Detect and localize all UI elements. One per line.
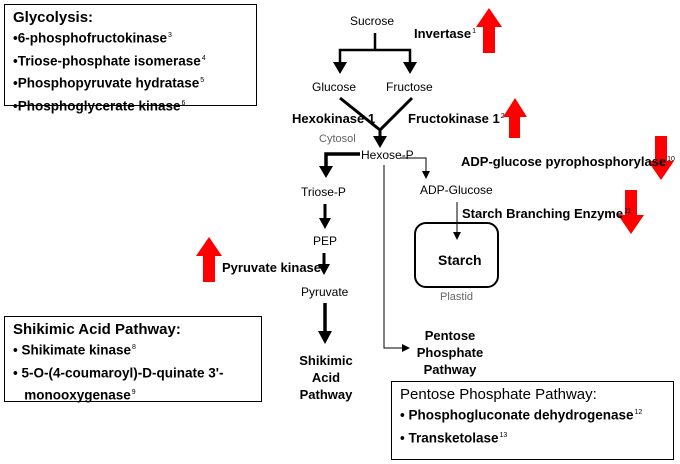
adp-glucose-pp-down-arrow	[648, 136, 674, 180]
glycolysis-item: •Phosphoglycerate kinase6	[13, 98, 186, 113]
glycolysis-item: •6-phosphofructokinase3	[13, 30, 172, 46]
pyruvate-kinase-label: Pyruvate kinase7	[222, 260, 326, 275]
adpglucose-to-starch-arrow	[453, 202, 461, 240]
adp-glucose-pyrophosphorylase-label: ADP-glucose pyrophosphorylase10	[461, 154, 675, 169]
hexose-to-triose-arrow	[319, 152, 360, 178]
adp-glucose-label: ADP-Glucose	[420, 183, 493, 197]
pyruvate-to-shikimic-arrow	[318, 303, 332, 344]
invertase-label: Invertase1	[414, 26, 476, 41]
hexokinase-label: Hexokinase 1	[292, 111, 376, 126]
pyruvate-label: Pyruvate	[301, 285, 349, 299]
pep-label: PEP	[313, 234, 338, 248]
hexose-p-label: Hexose-P	[361, 148, 414, 162]
fructose-label: Fructose	[386, 80, 433, 94]
shikimic-item: • 5-O-(4-coumaroyl)-D-quinate 3'-	[13, 365, 224, 380]
glycolysis-box: Glycolysis: •6-phosphofructokinase3 •Tri…	[4, 4, 257, 113]
pathway-line: Pathway	[299, 387, 353, 402]
glycolysis-title: Glycolysis:	[13, 9, 94, 26]
cytosol-label: Cytosol	[319, 133, 356, 145]
hexose-to-adpglucose-arrow	[400, 157, 430, 179]
fructokinase-up-arrow	[503, 98, 527, 138]
starch-branching-down-arrow	[618, 190, 644, 234]
pentose-item: • Transketolase13	[400, 430, 508, 445]
pentose-title: Pentose Phosphate Pathway:	[400, 386, 597, 403]
shikimic-acid-pathway-label: Shikimic Acid Pathway	[295, 352, 357, 403]
triose-p-label: Triose-P	[301, 185, 346, 199]
hexose-to-pentose-arrow	[383, 165, 410, 352]
pathway-line: Phosphate	[416, 345, 484, 360]
plastid-label: Plastid	[440, 291, 474, 303]
glucose-label: Glucose	[312, 80, 357, 94]
pathway-line: Pentose	[424, 328, 476, 343]
pentose-item: • Phosphogluconate dehydrogenase12	[400, 407, 643, 423]
sucrose-label: Sucrose	[350, 14, 395, 28]
pyruvate-kinase-up-arrow	[196, 237, 222, 282]
pathway-line: Shikimic	[299, 353, 353, 368]
invertase-up-arrow	[476, 8, 502, 53]
starch-label: Starch	[438, 252, 482, 268]
triose-to-pep-arrow	[319, 204, 331, 229]
pathway-line: Acid	[311, 370, 341, 385]
pentose-phosphate-pathway-label: Pentose Phosphate Pathway	[410, 327, 490, 378]
glycolysis-item: •Triose-phosphate isomerase4	[13, 53, 206, 68]
shikimic-item: monooxygenase9	[13, 387, 136, 403]
pentose-phosphate-box: Pentose Phosphate Pathway: • Phosphogluc…	[391, 381, 674, 460]
fructokinase-label: Fructokinase 12	[408, 111, 505, 126]
hexose-merge-arrow	[339, 96, 414, 148]
sucrose-split-arrow	[333, 33, 417, 74]
shikimic-acid-box: Shikimic Acid Pathway: • Shikimate kinas…	[4, 316, 262, 403]
starch-plastid-box	[414, 222, 499, 288]
glycolysis-item: •Phosphopyruvate hydratase5	[13, 75, 205, 91]
shikimic-title: Shikimic Acid Pathway:	[13, 321, 181, 338]
starch-branching-enzyme-label: Starch Branching Enzyme11	[462, 206, 632, 221]
pathway-line: Pathway	[423, 362, 477, 377]
pep-to-pyruvate-arrow	[318, 253, 330, 275]
shikimic-item: • Shikimate kinase8	[13, 342, 136, 358]
